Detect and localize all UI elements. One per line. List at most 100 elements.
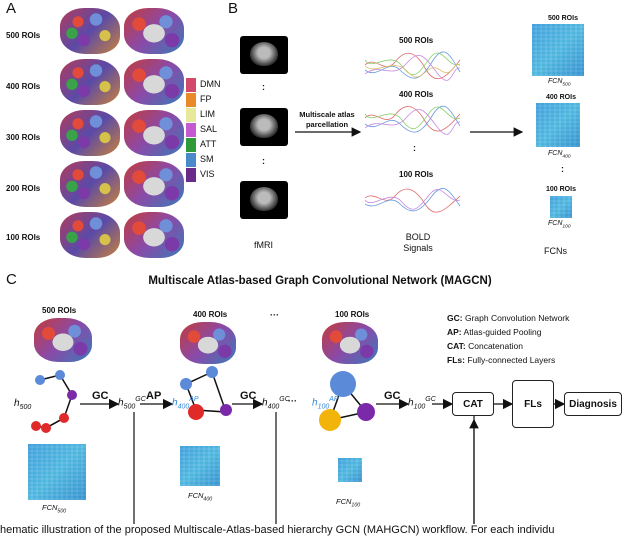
panel-b-letter: B — [228, 0, 239, 17]
h-gc-400: h400GC — [262, 396, 290, 410]
h-gc-100-sup: GC — [425, 396, 436, 403]
h-ap-100-sup: AP — [329, 396, 339, 403]
h-gc-500-sup: GC — [135, 396, 146, 403]
figure-caption: hematic illustration of the proposed Mul… — [0, 524, 640, 536]
h-ap-100: h100AP — [312, 396, 339, 410]
fcn-matrix-100 — [550, 196, 572, 218]
bold-label-line2: Signals — [403, 243, 433, 253]
h-ap-400-sub: 400 — [177, 403, 190, 411]
roi-label-300: 300 ROIs — [6, 133, 41, 142]
h-gc-100: h100GC — [408, 396, 436, 410]
bold-signals-500 — [364, 51, 461, 81]
key-ap-abbr: AP: — [447, 327, 462, 337]
c-fcn-100-text: FCN — [336, 497, 352, 506]
fcns-label: FCNs — [544, 246, 567, 256]
fcn-label-100-text: FCN — [548, 220, 563, 227]
legend-label-dmn: DMN — [200, 79, 221, 89]
brain-medial-100 — [124, 212, 184, 258]
roi-label-200: 200 ROIs — [6, 184, 41, 193]
legend-label-att: ATT — [200, 139, 217, 149]
fcn-roi-100: 100 ROIs — [546, 186, 576, 193]
legend-swatch-lim — [186, 108, 196, 122]
c-ellipsis-mid: ··· — [288, 396, 297, 406]
parcellation-label-line2: parcellation — [305, 120, 349, 129]
bold-roi-400: 400 ROIs — [399, 90, 434, 99]
fmri-image-1 — [240, 36, 288, 74]
fcn-label-400: FCN400 — [548, 150, 571, 159]
h-500-sub: 500 — [19, 404, 32, 411]
legend-swatch-att — [186, 138, 196, 152]
roi-label-100: 100 ROIs — [6, 233, 41, 242]
c-fcn-500-sub: 500 — [57, 508, 67, 515]
graph-500 — [31, 370, 77, 433]
legend-label-fp: FP — [200, 94, 212, 104]
h-gc-400-sub: 400 — [267, 403, 280, 411]
gc-label-3: GC — [384, 390, 401, 402]
key-ap: AP: Atlas-guided Pooling — [447, 325, 569, 339]
panel-a-letter: A — [6, 0, 17, 17]
brain-medial-200 — [124, 161, 184, 207]
c-brain-500 — [34, 318, 92, 362]
h-ap-100-sub: 100 — [317, 403, 330, 411]
key-fls-text: Fully-connected Layers — [467, 355, 556, 365]
fmri-image-2 — [240, 108, 288, 146]
bold-signals-label: BOLD Signals — [400, 232, 436, 254]
roi-label-500: 500 ROIs — [6, 31, 41, 40]
legend-swatch-dmn — [186, 78, 196, 92]
bold-roi-500: 500 ROIs — [399, 36, 434, 45]
legend-swatch-sm — [186, 153, 196, 167]
key-fls: FLs: Fully-connected Layers — [447, 353, 569, 367]
fcn-roi-400: 400 ROIs — [546, 94, 576, 101]
gc-label-1: GC — [92, 390, 109, 402]
h-500-text: h — [14, 398, 20, 409]
fcn-dots: : — [561, 164, 564, 174]
c-fcn-500-label: FCN500 — [42, 503, 66, 515]
h-gc-500-sub: 500 — [123, 403, 136, 411]
network-legend: DMN FP LIM SAL ATT SM VIS — [186, 78, 226, 188]
c-fcn-400-label: FCN400 — [188, 491, 212, 503]
bold-dots: : — [413, 143, 416, 153]
brain-medial-300 — [124, 110, 184, 156]
fcn-label-400-sub: 400 — [562, 154, 571, 160]
fcn-label-500: FCN500 — [548, 78, 571, 87]
fcn-label-100: FCN100 — [548, 220, 571, 229]
legend-swatch-fp — [186, 93, 196, 107]
brain-medial-500 — [124, 8, 184, 54]
cat-box: CAT — [452, 392, 494, 416]
key-gc-text: Graph Convolution Network — [464, 313, 570, 323]
legend-swatch-vis — [186, 168, 196, 182]
h-gc-500: h500GC — [118, 396, 146, 410]
graph-100 — [319, 371, 375, 431]
brain-lateral-500 — [60, 8, 120, 54]
roi-label-400: 400 ROIs — [6, 82, 41, 91]
c-ellipsis-top: ··· — [270, 310, 279, 320]
h-ap-400-text: h — [172, 397, 178, 409]
c-brain-400 — [180, 322, 236, 364]
parcellation-label-line1: Multiscale atlas — [299, 110, 355, 119]
legend-label-sal: SAL — [200, 124, 218, 134]
h-ap-400: h400AP — [172, 396, 199, 410]
fcn-label-500-text: FCN — [548, 78, 563, 85]
h-ap-400-sup: AP — [189, 396, 199, 403]
c-fcn-500-text: FCN — [42, 503, 58, 512]
panel-c-title: Multiscale Atlas-based Graph Convolution… — [148, 275, 492, 287]
key-cat: CAT: Concatenation — [447, 339, 569, 353]
bold-signals-400 — [364, 105, 461, 135]
fcn-label-100-sub: 100 — [562, 224, 571, 230]
key-ap-text: Atlas-guided Pooling — [463, 327, 542, 337]
c-fcn-500 — [28, 444, 86, 500]
fcn-label-400-text: FCN — [548, 150, 563, 157]
c-roi-500: 500 ROIs — [42, 306, 77, 315]
gc-label-2: GC — [240, 390, 257, 402]
panel-c-letter: C — [6, 271, 17, 288]
diagnosis-box: Diagnosis — [564, 392, 622, 416]
legend-label-lim: LIM — [200, 109, 216, 119]
key-cat-text: Concatenation — [468, 341, 523, 351]
bold-roi-100: 100 ROIs — [399, 170, 434, 179]
fmri-dots-2: : — [262, 156, 265, 166]
c-roi-100: 100 ROIs — [335, 310, 370, 319]
brain-lateral-200 — [60, 161, 120, 207]
c-fcn-400-sub: 400 — [203, 496, 213, 503]
